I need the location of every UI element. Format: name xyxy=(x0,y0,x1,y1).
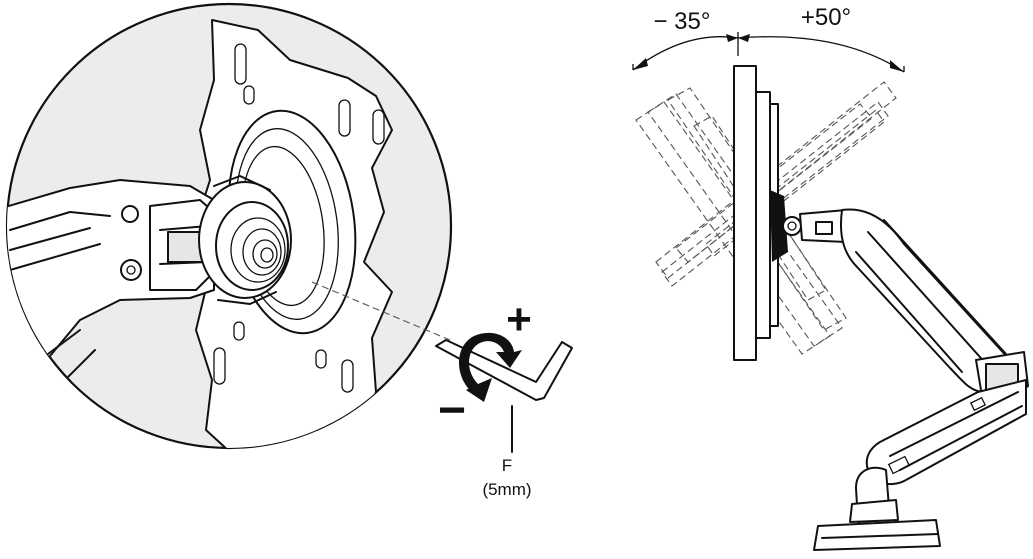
monitor-side xyxy=(733,65,788,361)
ghost-monitor-forward xyxy=(655,81,897,287)
tilt-forward-label: +50° xyxy=(801,4,851,31)
tension-joint xyxy=(198,175,292,305)
tilt-backward-label: − 35° xyxy=(654,8,711,35)
hex-key-callout: + − F (5mm) xyxy=(435,295,573,499)
rotate-arrow-icon xyxy=(459,332,522,394)
minus-label: − xyxy=(438,384,466,437)
plate-slots xyxy=(213,43,385,393)
desk-clamp xyxy=(813,519,941,551)
leader-line xyxy=(311,281,451,341)
tilt-angle-marks xyxy=(632,32,905,73)
rotate-arrow-tail xyxy=(466,378,492,402)
plus-label: + xyxy=(506,295,532,344)
magnified-detail xyxy=(5,2,453,450)
tool-label: F xyxy=(502,456,512,475)
gas-spring-arm xyxy=(782,208,1029,551)
tool-size-label: (5mm) xyxy=(482,480,531,499)
tilt-diagram: − 35° +50° xyxy=(632,4,1029,551)
